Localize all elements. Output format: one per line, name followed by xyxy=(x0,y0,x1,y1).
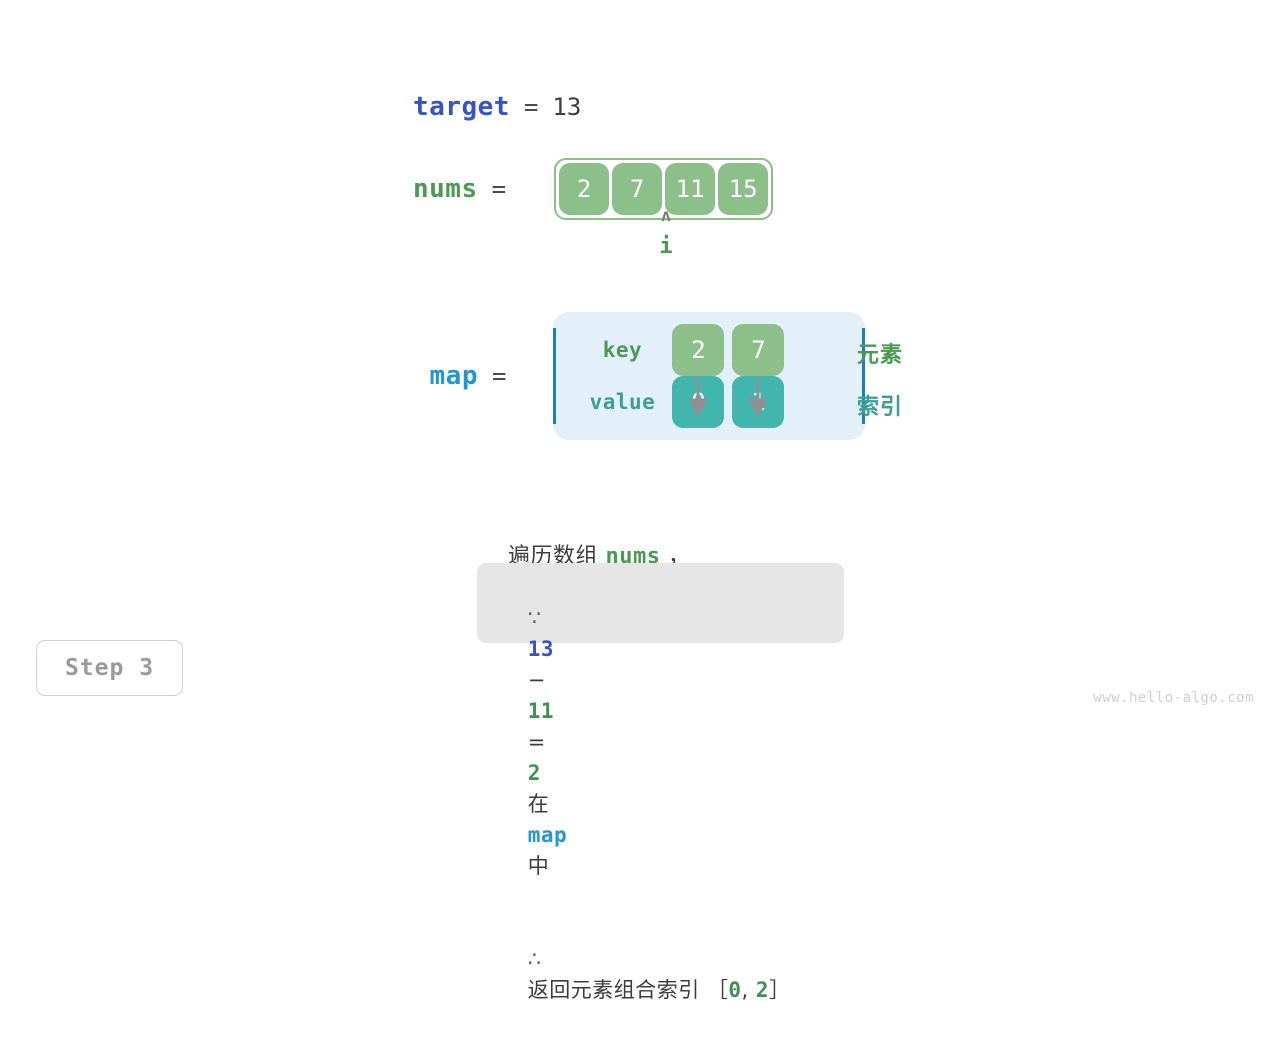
reason-index-first: 0 xyxy=(728,978,742,1002)
map-value-cell: 0 xyxy=(672,376,725,428)
index-variable-label: i xyxy=(659,234,673,259)
reasoning-box: ∵ 13 − 11 = 2 在 map 中 ∴ 返回元素组合索引 ［0, 2］ xyxy=(477,563,844,1002)
reason-equals: = xyxy=(527,730,546,754)
map-key-row: key 2 7 xyxy=(572,324,785,376)
map-key-cell: 7 xyxy=(732,324,785,376)
step-badge: Step 3 xyxy=(36,640,183,696)
reasoning-line-1: ∵ 13 − 11 = 2 在 map 中 xyxy=(499,572,822,913)
target-value: 13 xyxy=(552,93,582,121)
target-declaration: target = 13 xyxy=(413,92,581,122)
map-key-label: key xyxy=(602,338,643,362)
target-equals-sign: = xyxy=(523,93,539,121)
therefore-symbol: ∴ xyxy=(527,947,542,971)
target-variable-label: target xyxy=(413,92,510,122)
nums-declaration: nums = 2 7 11 15 xyxy=(413,158,774,220)
annotation-index: 索引 xyxy=(857,395,904,420)
map-value-label: value xyxy=(589,390,656,414)
map-container: key 2 7 value 0 1 xyxy=(553,312,866,440)
index-pointer: ʌ i xyxy=(640,206,692,260)
reason-map-keyword: map xyxy=(527,823,568,847)
reason-bracket-close: ］ xyxy=(769,978,791,1002)
annotation-element: 元素 xyxy=(857,343,904,368)
map-row-annotations: 元素 索引 xyxy=(857,327,903,431)
map-key-cells: 2 7 xyxy=(672,324,785,376)
nums-cell: 7 xyxy=(612,163,663,215)
map-value-cell: 1 xyxy=(732,376,785,428)
map-variable-label: map xyxy=(429,361,478,391)
reason-minus: − xyxy=(527,668,546,692)
nums-cell: 11 xyxy=(665,163,716,215)
caret-icon: ʌ xyxy=(660,206,672,226)
map-value-row: value 0 1 xyxy=(572,376,785,428)
reasoning-line-2: ∴ 返回元素组合索引 ［0, 2］ xyxy=(499,913,822,1037)
reason-index-comma: , xyxy=(741,978,749,1002)
reason-index-second: 2 xyxy=(755,978,770,1002)
map-equals-sign: = xyxy=(492,362,507,390)
nums-variable-label: nums xyxy=(413,174,478,204)
map-key-cell: 2 xyxy=(672,324,725,376)
nums-array-container: 2 7 11 15 xyxy=(554,158,774,220)
nums-equals-sign: = xyxy=(491,175,507,203)
reason-return-text: 返回元素组合索引 ［ xyxy=(527,978,729,1002)
nums-cell: 15 xyxy=(718,163,769,215)
reason-result: 2 xyxy=(527,761,541,785)
watermark: www.hello-algo.com xyxy=(1093,690,1254,706)
step-badge-label: Step 3 xyxy=(64,655,155,681)
nums-cell: 2 xyxy=(559,163,610,215)
reason-in-text: 在 xyxy=(527,792,550,816)
map-value-cells: 0 1 xyxy=(672,376,785,428)
map-declaration: map = key 2 7 value 0 1 xyxy=(418,312,866,440)
because-symbol: ∵ xyxy=(527,606,542,630)
description-suffix: ， xyxy=(660,544,691,569)
reason-tail-text: 中 xyxy=(527,854,550,878)
map-grid: key 2 7 value 0 1 xyxy=(572,324,862,428)
reason-operand-a: 13 xyxy=(527,637,554,661)
description-line: 遍历数组 nums ， xyxy=(493,513,690,570)
reason-operand-b: 11 xyxy=(527,699,554,723)
